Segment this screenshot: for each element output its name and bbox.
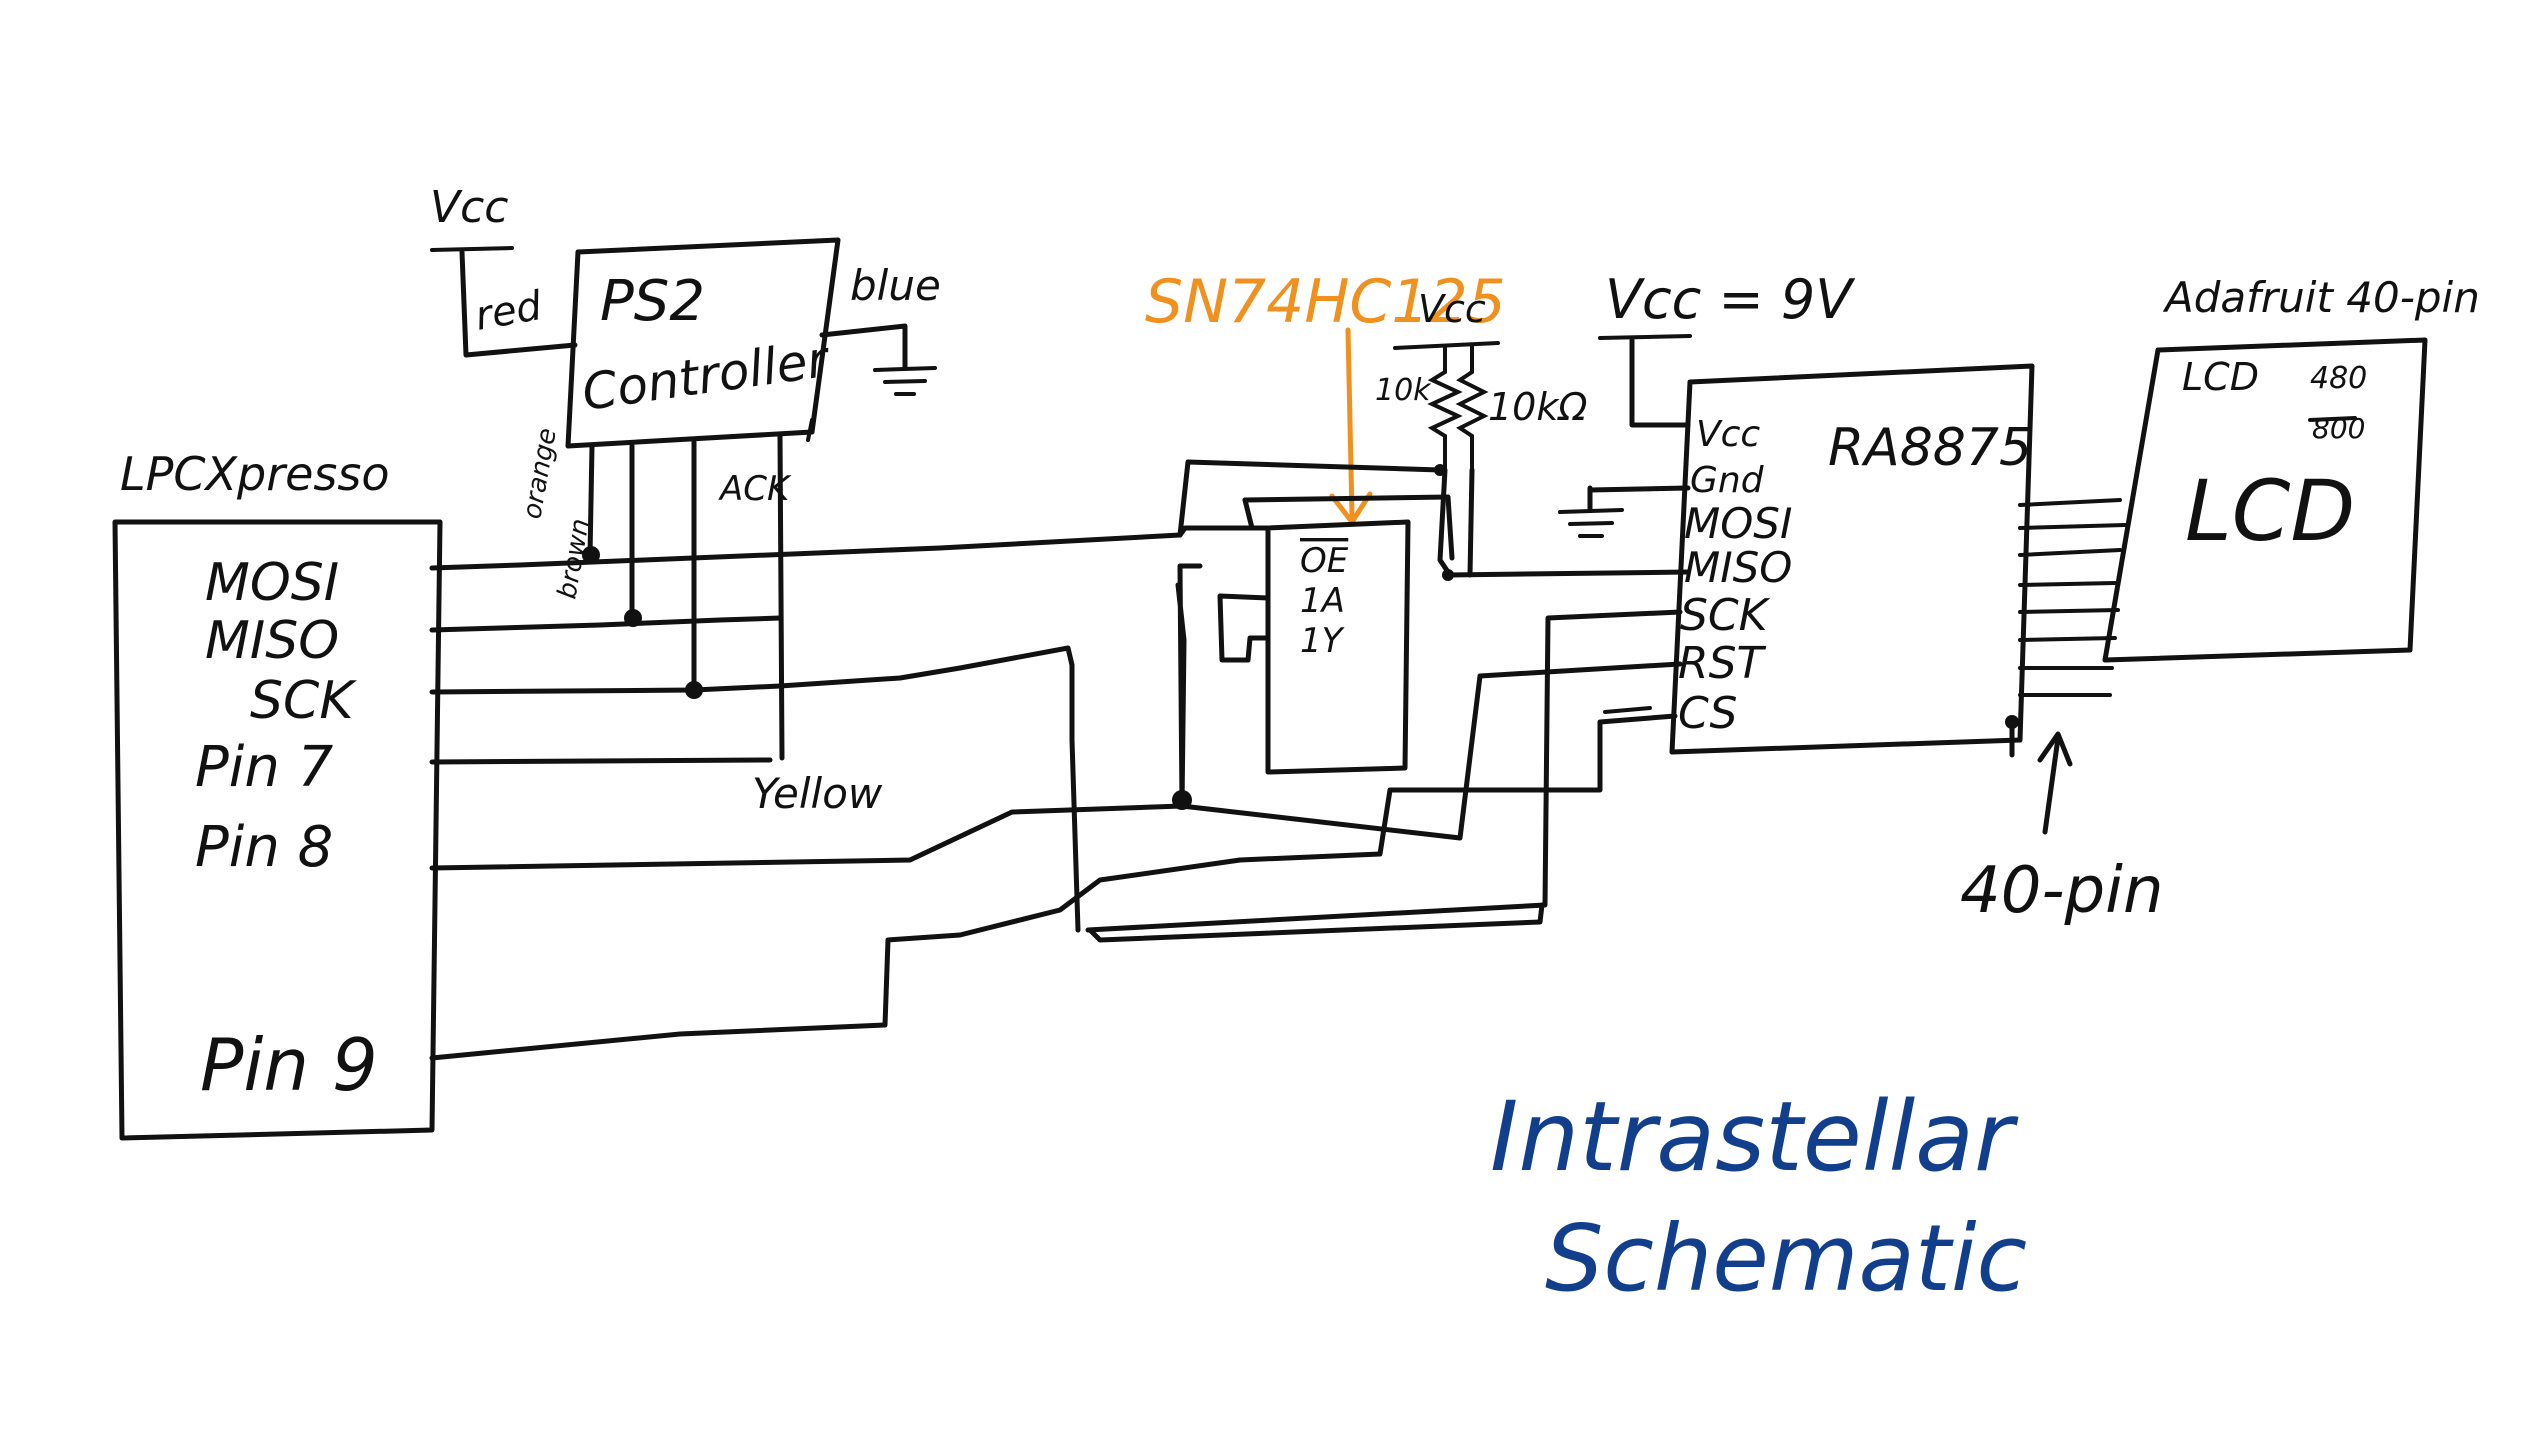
buffer-top-loop — [1242, 494, 1455, 561]
lpcxpresso-board: LPCXpresso MOSI MISO SCK Pin 7 Pin 8 Pin… — [112, 447, 443, 1141]
buffer-arrow-shaft — [1345, 327, 1355, 518]
wire-miso — [429, 615, 783, 633]
wire-buffer-1a — [1217, 593, 1271, 663]
ps2-ack-label: ACK — [718, 469, 792, 509]
wire-pin7 — [429, 757, 773, 765]
ps2-outline — [565, 237, 841, 449]
cs-stub — [1603, 706, 1652, 714]
wire-sck — [429, 645, 1081, 933]
buffer-vcc-label: Vcc — [1418, 287, 1486, 331]
lcd-small-label: LCD — [2182, 355, 2259, 399]
lpc-pin-mosi: MOSI — [205, 553, 339, 613]
lpc-pin-miso: MISO — [205, 611, 339, 671]
lpc-pin-9: Pin 9 — [200, 1023, 378, 1107]
ps2-controller: PS2 Controller Vcc red blue orange brown… — [430, 182, 941, 818]
ra8875-ground-symbol — [1558, 508, 1624, 538]
buffer-pin-oe: OE — [1300, 541, 1349, 581]
wire-sck-ra — [1085, 609, 1683, 933]
wire-buffer-miso-ra — [1445, 569, 1691, 578]
pullup-r1-label: 10k — [1375, 373, 1432, 408]
ra8875-vcc-bar — [1598, 334, 1692, 340]
lcd-header-label: Adafruit 40-pin — [2162, 273, 2480, 322]
lcd-big-label: LCD — [2185, 462, 2355, 560]
ps2-orange-leg — [587, 443, 595, 559]
wire-mosi — [429, 525, 1265, 571]
ps2-yellow-label: Yellow — [752, 769, 883, 818]
pullup-r2-label: 10kΩ — [1488, 385, 1587, 429]
lcd-panel: Adafruit 40-pin LCD 480 800 LCD — [2102, 273, 2480, 663]
ra8875-gnd-wire — [1587, 485, 1691, 493]
pullup-wire-1 — [1437, 467, 1451, 575]
ps2-blue-label: blue — [850, 261, 941, 310]
connector-arrow-head — [2037, 731, 2073, 767]
sn74hc125-buffer: SN74HC125 OE 1A 1Y Vcc 10k 10kΩ — [1145, 267, 1587, 775]
title-line2: Schematic — [1545, 1205, 2027, 1312]
ps2-yellow-leg — [777, 433, 785, 761]
lpc-pin-7: Pin 7 — [195, 735, 334, 800]
wire-pin9 — [429, 857, 1243, 1061]
ps2-blue-wire — [819, 323, 908, 371]
ra8875-pin-miso: MISO — [1684, 543, 1792, 592]
ps2-red-label: red — [472, 283, 546, 340]
ps2-vcc-bar — [430, 246, 514, 252]
ra8875-pin-cs: CS — [1678, 688, 1737, 739]
buffer-part-label: SN74HC125 — [1145, 267, 1506, 337]
lpcxpresso-label: LPCXpresso — [120, 447, 390, 501]
ps2-vcc-label: Vcc — [430, 182, 508, 233]
connector-arrow-shaft — [2042, 735, 2061, 835]
title-line1: Intrastellar — [1490, 1081, 2019, 1193]
buffer-pin-1a: 1A — [1300, 581, 1345, 621]
lcd-size-top: 480 — [2310, 361, 2367, 396]
wire-pin8 — [429, 803, 1185, 871]
wire-buffer-mosi — [1177, 459, 1443, 538]
buffer-outline — [1265, 519, 1411, 775]
ps2-ack-stub — [806, 418, 814, 442]
ps2-orange-label: orange — [517, 426, 562, 521]
pullup-wire-2 — [1467, 467, 1475, 578]
ps2-ground-symbol — [873, 366, 937, 396]
ps2-red-wire — [459, 249, 578, 358]
buffer-pin-1y: 1Y — [1300, 621, 1345, 661]
ra8875-pin-mosi: MOSI — [1684, 499, 1792, 548]
ra8875-supply-label: Vcc = 9V — [1605, 268, 1856, 331]
ps2-label-line1: PS2 — [600, 269, 705, 334]
lpc-pin-8: Pin 8 — [195, 815, 333, 880]
ra8875-pin-vcc: Vcc — [1696, 414, 1760, 455]
ra8875-pin-rst: RST — [1678, 638, 1767, 689]
ra8875-pin-gnd: Gnd — [1690, 460, 1765, 501]
ra8875-pin-sck: SCK — [1680, 590, 1771, 641]
lpc-pin-sck: SCK — [250, 671, 357, 731]
ribbon-cable — [2018, 498, 2127, 697]
signal-wires — [429, 459, 1691, 1061]
pullup-resistor-1 — [1427, 346, 1463, 472]
lcd-size-divider — [2308, 416, 2357, 422]
schematic-title: Intrastellar Schematic — [1490, 1081, 2027, 1312]
buffer-vcc-bar — [1393, 341, 1500, 350]
ps2-label-line2: Controller — [579, 330, 835, 422]
wire-rst-ra — [1179, 661, 1683, 841]
wire-cs-ra-2 — [1237, 713, 1678, 863]
lpcxpresso-outline — [112, 519, 443, 1141]
pullup-resistor-2 — [1455, 344, 1489, 472]
wire-cs-ra — [1087, 902, 1545, 943]
ra8875-label: RA8875 — [1828, 418, 2032, 478]
ra8875-vcc-wire — [1629, 337, 1691, 428]
wire-buffer-oe — [1242, 497, 1271, 531]
connector-label: 40-pin — [1960, 854, 2164, 928]
lcd-outline — [2102, 337, 2428, 663]
ra8875-outline — [1669, 363, 2035, 755]
wire-miso-vertical — [1175, 563, 1203, 809]
ra8875-board: Vcc = 9V RA8875 Vcc Gnd MOSI MISO SCK RS… — [1558, 268, 2164, 928]
